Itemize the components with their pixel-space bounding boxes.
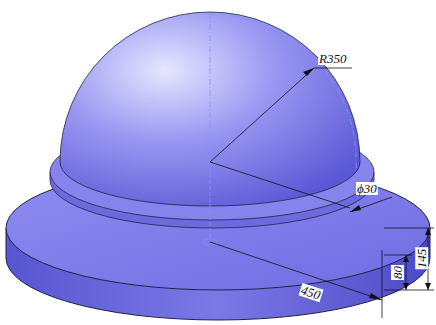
diameter-dimension: ϕ30 bbox=[356, 182, 378, 195]
height-dimension: 145 bbox=[415, 248, 428, 270]
radius-dimension: R350 bbox=[318, 52, 347, 65]
height-dimension: 80 bbox=[391, 265, 404, 280]
